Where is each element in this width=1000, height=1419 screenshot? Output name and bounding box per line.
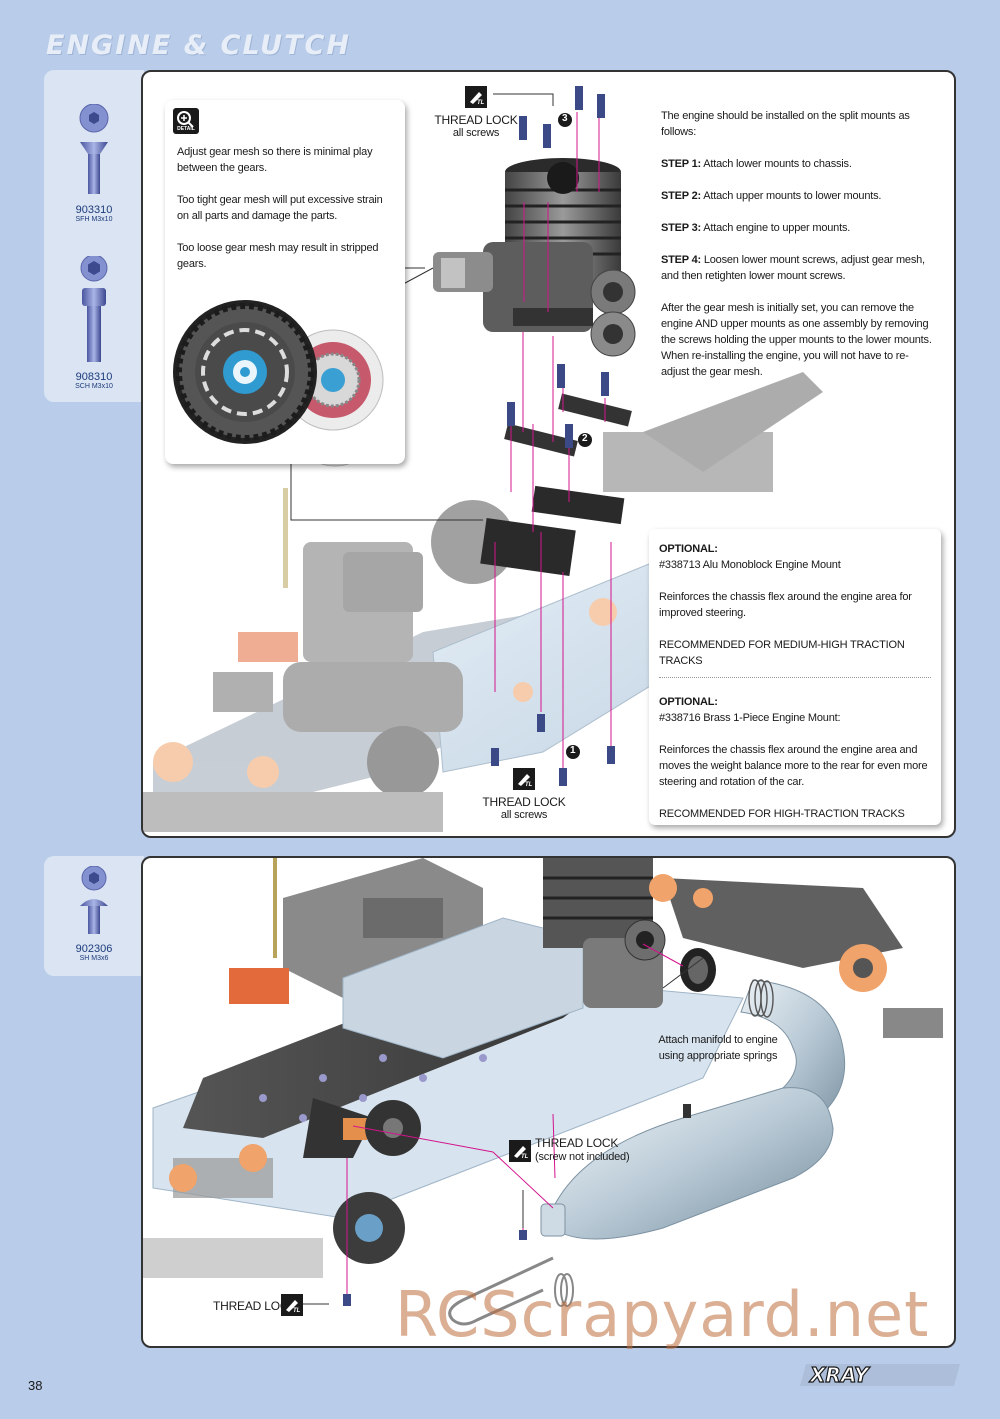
detail-line: Adjust gear mesh so there is minimal pla… xyxy=(177,146,373,174)
thread-lock-icon xyxy=(465,86,487,108)
step-text: Attach lower mounts to chassis. xyxy=(703,158,852,170)
optional-part: #338716 Brass 1-Piece Engine Mount: xyxy=(659,712,841,724)
manifold-illustration xyxy=(143,858,943,1326)
thread-lock-icon xyxy=(281,1294,303,1316)
step-label: STEP 3: xyxy=(661,222,701,234)
instruction-step: STEP 3: Attach engine to upper mounts. xyxy=(661,220,936,236)
optional-parts-box: OPTIONAL: #338713 Alu Monoblock Engine M… xyxy=(649,529,941,825)
step-text: Attach engine to upper mounts. xyxy=(703,222,851,234)
detail-badge: DETAIL xyxy=(177,126,195,132)
step-text: Attach upper mounts to lower mounts. xyxy=(703,190,882,202)
thread-lock-sub: all screws xyxy=(452,127,500,139)
engine-mount-instructions: The engine should be installed on the sp… xyxy=(661,108,936,396)
part-spec: SCH M3x10 xyxy=(75,383,113,390)
thread-lock-icon xyxy=(513,768,535,790)
step-label: STEP 1: xyxy=(661,158,701,170)
parts-list-top: 903310 SFH M3x10 908310 SCH M3x10 xyxy=(44,70,144,402)
thread-lock-label-bottom: THREAD LOCK all screws xyxy=(469,796,579,822)
instruction-step: STEP 1: Attach lower mounts to chassis. xyxy=(661,156,936,172)
thread-lock-title: THREAD LOCK xyxy=(434,113,518,127)
button-head-screw-icon xyxy=(80,865,108,934)
divider xyxy=(659,677,931,678)
thread-lock-label-left: THREAD LOCK xyxy=(213,1299,297,1313)
callout-number-3: 3 xyxy=(562,113,568,124)
thread-lock-title: THREAD LOCK xyxy=(482,795,566,809)
callout-number-1: 1 xyxy=(570,745,576,756)
brand-logo: XRAY xyxy=(800,1362,960,1391)
gear-detail-illustration xyxy=(173,300,384,444)
thread-lock-badge: TL xyxy=(293,1308,301,1314)
watermark: RCScrapyard.net xyxy=(395,1278,930,1351)
socket-cap-screw-icon xyxy=(80,254,108,362)
optional-part: #338713 Alu Monoblock Engine Mount xyxy=(659,559,841,571)
optional-recommendation: RECOMMENDED FOR HIGH-TRACTION TRACKS xyxy=(659,808,905,820)
part-item: 903310 SFH M3x10 xyxy=(44,103,144,223)
part-code: 902306 xyxy=(75,943,113,955)
thread-lock-label-right: THREAD LOCK (screw not included) xyxy=(535,1136,645,1164)
thread-lock-badge: TL xyxy=(525,782,533,788)
optional-recommendation: RECOMMENDED FOR MEDIUM-HIGH TRACTION TRA… xyxy=(659,639,905,667)
detail-text: Adjust gear mesh so there is minimal pla… xyxy=(177,144,395,288)
step-label: STEP 4: xyxy=(661,254,701,266)
brand-text: XRAY xyxy=(808,1364,871,1386)
part-spec: SFH M3x10 xyxy=(75,216,113,223)
part-code: 908310 xyxy=(75,371,113,383)
gear-mesh-detail-box: DETAIL Adjust gear mesh so there is mini… xyxy=(165,100,405,464)
optional-heading: OPTIONAL: xyxy=(659,543,718,555)
thread-lock-badge: TL xyxy=(477,100,485,106)
part-item: 902306 SH M3x6 xyxy=(44,865,144,962)
manifold-note: Attach manifold to engine using appropri… xyxy=(658,1034,778,1062)
instruction-step: STEP 2: Attach upper mounts to lower mou… xyxy=(661,188,936,204)
thread-lock-sub: (screw not included) xyxy=(535,1151,630,1163)
thread-lock-badge: TL xyxy=(521,1154,529,1160)
page-number: 38 xyxy=(28,1378,43,1393)
thread-lock-sub: all screws xyxy=(500,809,548,821)
detail-line: Too loose gear mesh may result in stripp… xyxy=(177,242,379,270)
thread-lock-title: THREAD LOCK xyxy=(535,1136,619,1150)
step-label: STEP 2: xyxy=(661,190,701,202)
detail-line: Too tight gear mesh will put excessive s… xyxy=(177,194,383,222)
thread-lock-icon xyxy=(509,1140,531,1162)
detail-magnifier-icon xyxy=(173,108,199,134)
optional-desc: Reinforces the chassis flex around the e… xyxy=(659,591,912,619)
step-panel-manifold: Attach manifold to engine using appropri… xyxy=(141,856,956,1348)
step-panel-engine-mount: 3 2 1 TL THREAD LOCK all screws TL THREA… xyxy=(141,70,956,838)
thread-lock-label-top: THREAD LOCK all screws xyxy=(421,114,531,140)
parts-list-bottom: 902306 SH M3x6 xyxy=(44,856,144,976)
instructions-intro: The engine should be installed on the sp… xyxy=(661,110,910,138)
part-item: 908310 SCH M3x10 xyxy=(44,254,144,390)
flat-head-screw-icon xyxy=(79,103,109,194)
step-text: Loosen lower mount screws, adjust gear m… xyxy=(661,254,925,282)
part-spec: SH M3x6 xyxy=(79,955,109,962)
optional-heading: OPTIONAL: xyxy=(659,696,718,708)
instructions-note: After the gear mesh is initially set, yo… xyxy=(661,302,932,378)
instruction-step: STEP 4: Loosen lower mount screws, adjus… xyxy=(661,252,936,284)
callout-number-2: 2 xyxy=(582,433,588,444)
part-code: 903310 xyxy=(75,204,113,216)
xray-logo-icon: XRAY xyxy=(800,1362,960,1388)
optional-desc: Reinforces the chassis flex around the e… xyxy=(659,744,928,788)
page-title: ENGINE & CLUTCH xyxy=(46,30,351,61)
